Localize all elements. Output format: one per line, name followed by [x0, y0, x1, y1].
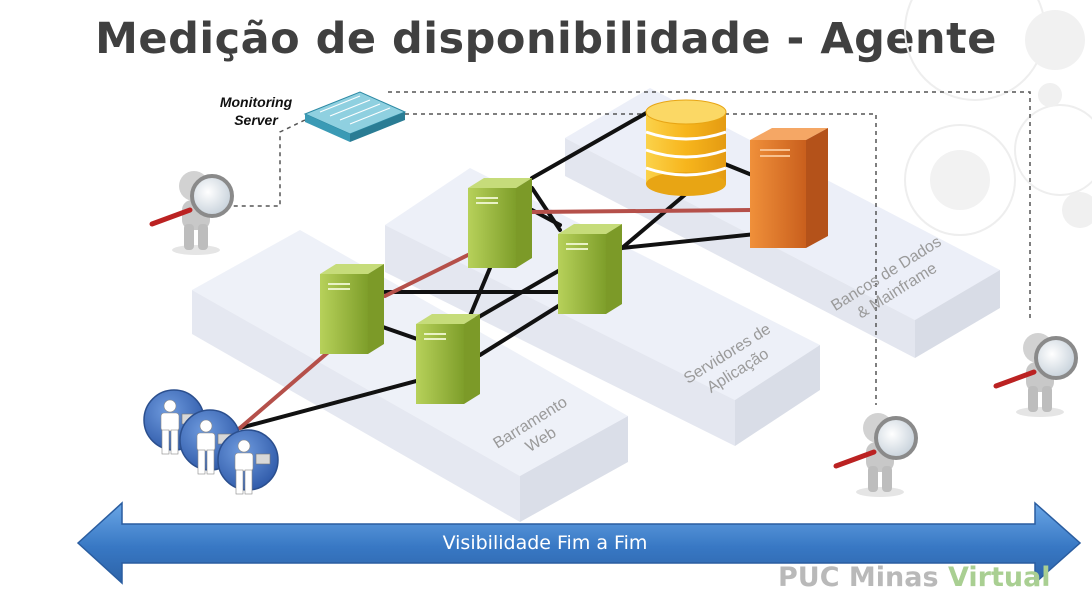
- magnifier-agent-icon: [152, 171, 232, 255]
- monitoring-server-label-line1: Monitoring: [219, 94, 293, 110]
- app-server-icon: [467, 177, 533, 269]
- app-server-icon: [557, 223, 623, 315]
- primary-links: [238, 208, 754, 430]
- end-to-end-arrow: [76, 501, 1082, 585]
- zone-platform-web: [192, 230, 628, 522]
- web-server-icon: [319, 263, 385, 355]
- monitoring-server-label: Monitoring Server: [208, 93, 304, 129]
- monitoring-dashed-lines: [232, 91, 1031, 405]
- background-decoration: [904, 0, 1092, 236]
- magnifier-agent-icon: [996, 333, 1076, 417]
- web-server-icon: [415, 313, 481, 405]
- logo-part1: PUC Minas: [778, 562, 948, 593]
- mainframe-icon: [750, 128, 828, 248]
- users-icon: [143, 389, 279, 495]
- page-title: Medição de disponibilidade - Agente: [95, 14, 997, 64]
- monitoring-server-label-line2: Server: [234, 112, 278, 128]
- magnifier-agent-icon: [836, 413, 916, 497]
- connection-lines: [238, 110, 777, 430]
- rack-server-icon: [303, 91, 407, 142]
- database-icon: [645, 99, 727, 196]
- logo-part2: Virtual: [947, 562, 1051, 593]
- puc-minas-virtual-logo: PUC Minas Virtual: [778, 562, 1051, 593]
- arrow-label: Visibilidade Fim a Fim: [442, 532, 648, 554]
